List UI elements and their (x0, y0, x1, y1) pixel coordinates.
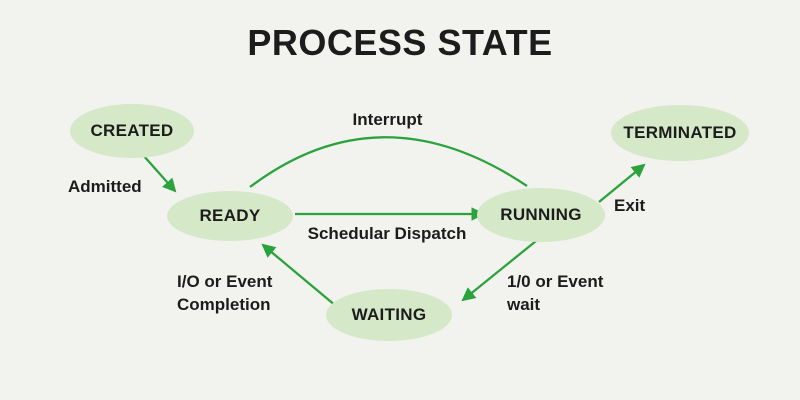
state-label-terminated: TERMINATED (623, 123, 737, 142)
state-label-waiting: WAITING (351, 305, 427, 324)
state-label-running: RUNNING (500, 205, 582, 224)
transition-label-io-event-completion: I/O or Event Completion (177, 272, 273, 314)
state-node-created: CREATED (70, 104, 194, 158)
transition-label-io-event-wait: 1/0 or Event wait (507, 272, 604, 314)
state-node-waiting: WAITING (326, 289, 452, 341)
transition-label-admitted: Admitted (68, 177, 142, 196)
edge-admitted-arrow (142, 154, 177, 193)
state-label-created: CREATED (90, 121, 174, 140)
state-node-terminated: TERMINATED (611, 105, 749, 161)
edge-event-wait-arrow (461, 240, 537, 302)
state-label-ready: READY (199, 206, 261, 225)
edge-exit-arrow (598, 163, 646, 203)
transition-label-exit: Exit (614, 196, 646, 215)
diagram-title: PROCESS STATE (247, 22, 553, 63)
state-node-ready: READY (167, 191, 293, 241)
transition-label-interrupt: Interrupt (352, 110, 423, 129)
edge-interrupt-arc (249, 136, 528, 188)
transition-label-schedular-dispatch: Schedular Dispatch (307, 224, 467, 243)
edge-event-completion-arrow (261, 243, 337, 307)
state-node-running: RUNNING (477, 188, 605, 242)
